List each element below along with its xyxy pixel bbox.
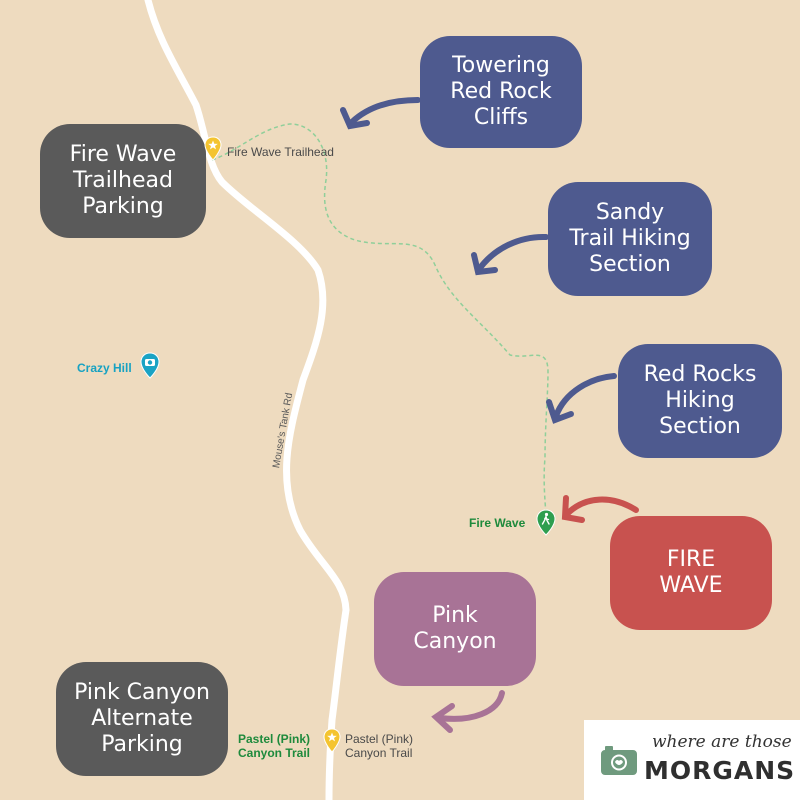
arrow-to-redrocks: [553, 373, 617, 419]
poi-label-line: Pastel (Pink): [238, 732, 311, 746]
callout-line: Canyon: [413, 629, 497, 654]
poi-pastel-canyon-right-label[interactable]: Pastel (Pink) Canyon Trail: [345, 732, 413, 760]
arrow-to-pastel-head: [431, 703, 455, 733]
callout-line: Fire Wave: [69, 142, 177, 167]
logo-brand-name: MORGANS: [644, 756, 796, 785]
arrow-to-sandy: [477, 233, 549, 271]
callout-sandy-trail: Sandy Trail Hiking Section: [548, 182, 712, 296]
poi-fire-wave-trailhead-label[interactable]: Fire Wave Trailhead: [227, 145, 334, 159]
callout-line: WAVE: [659, 573, 723, 598]
arrow-to-cliffs-head: [340, 107, 370, 130]
callout-line: Parking: [82, 194, 164, 219]
hiking-trail: [211, 123, 549, 516]
callout-line: Trail Hiking: [569, 226, 691, 251]
callout-line: Section: [659, 414, 741, 439]
callout-line: Sandy: [595, 200, 665, 225]
arrow-to-firewave-head: [561, 495, 585, 523]
callout-red-rocks: Red Rocks Hiking Section: [618, 344, 782, 458]
callout-line: FIRE: [666, 547, 716, 572]
hiker-pin-icon[interactable]: [536, 509, 556, 537]
callout-line: Towering: [452, 53, 550, 78]
poi-label-line: Canyon Trail: [238, 746, 311, 760]
callout-line: Red Rock: [450, 79, 552, 104]
poi-label-line: Canyon Trail: [345, 746, 413, 760]
poi-label-line: Pastel (Pink): [345, 732, 414, 746]
brand-logo[interactable]: where are those MORGANS: [584, 720, 800, 800]
callout-line: Alternate: [91, 706, 193, 731]
arrow-to-firewave: [564, 496, 639, 517]
mouses-tank-road: [144, 0, 350, 800]
arrow-to-redrocks-head: [546, 399, 574, 424]
callout-pink-parking: Pink Canyon Alternate Parking: [56, 662, 228, 776]
callout-line: Hiking: [665, 388, 735, 413]
callout-line: Red Rocks: [643, 362, 757, 387]
callout-line: Pink: [432, 603, 478, 628]
arrow-to-cliffs: [349, 97, 421, 125]
callout-fire-wave: FIRE WAVE: [610, 516, 772, 630]
callout-line: Parking: [101, 732, 183, 757]
camera-pin-icon[interactable]: [140, 352, 160, 380]
callout-line: Cliffs: [473, 105, 529, 130]
callout-trailhead-parking: Fire Wave Trailhead Parking: [40, 124, 206, 238]
arrow-to-pastel: [437, 690, 505, 722]
callout-pink-canyon: Pink Canyon: [374, 572, 536, 686]
callout-line: Trailhead: [73, 168, 173, 193]
callout-towering-cliffs: Towering Red Rock Cliffs: [420, 36, 582, 148]
star-pin-icon[interactable]: [323, 728, 341, 754]
logo-tagline: where are those: [652, 732, 792, 752]
arrow-to-sandy-head: [471, 252, 498, 276]
camera-icon: [601, 746, 637, 775]
poi-fire-wave-label[interactable]: Fire Wave: [469, 516, 526, 530]
poi-pastel-canyon-left-label[interactable]: Pastel (Pink) Canyon Trail: [238, 732, 310, 760]
star-pin-icon[interactable]: [204, 136, 222, 162]
callout-line: Section: [589, 252, 671, 277]
poi-crazy-hill-label[interactable]: Crazy Hill: [77, 361, 132, 375]
callout-line: Pink Canyon: [74, 680, 210, 705]
